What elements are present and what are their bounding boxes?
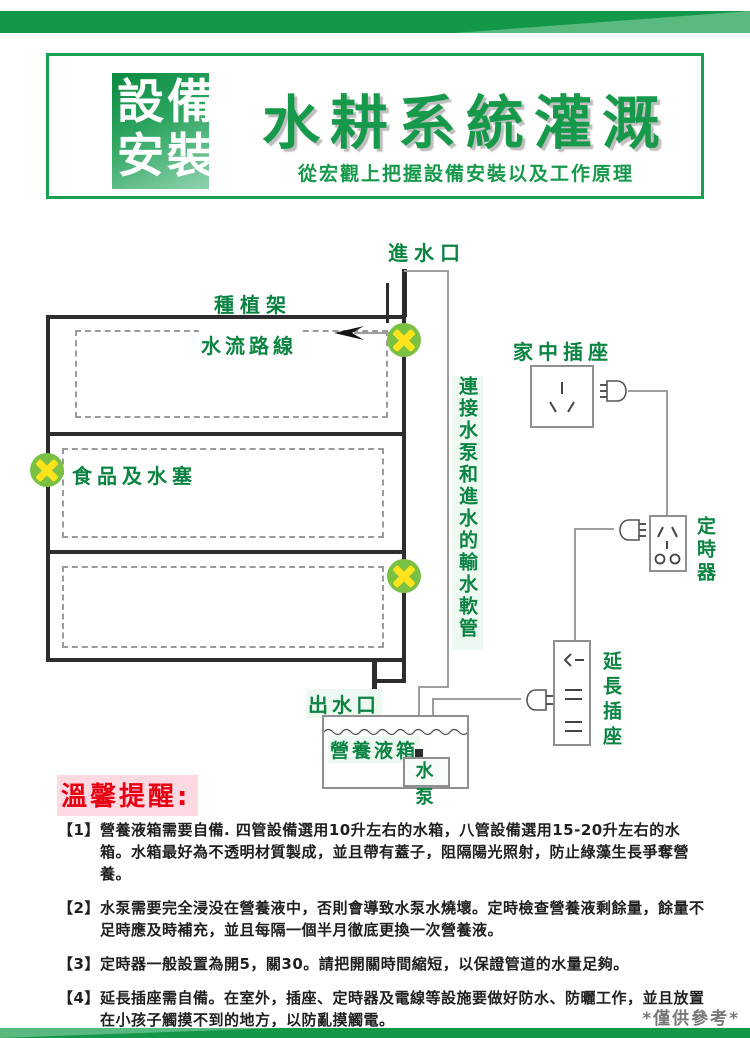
note-item: 【2】 水泵需要完全浸没在營養液中，否則會導致水泵水燒壞。定時檢查營養液剩餘量，… xyxy=(58,897,706,941)
disclaimer: *僅供參考* xyxy=(642,1009,740,1029)
planting-rack xyxy=(46,315,406,662)
power-cord xyxy=(574,528,576,640)
outlet-pipe xyxy=(372,658,377,718)
water-surface-icon xyxy=(324,728,467,736)
hose-segment xyxy=(404,270,449,272)
note-marker: 【4】 xyxy=(58,989,100,1007)
food-plug-label: 食品及水塞 xyxy=(72,464,197,488)
hose-label: 連接水泵和進水的輸水軟管 xyxy=(452,376,483,650)
extension-socket-icon xyxy=(553,640,591,746)
power-cord xyxy=(628,390,668,392)
pump-label: 水泵 xyxy=(415,761,438,808)
page-title: 水耕系統灌溉 xyxy=(261,89,670,157)
header-badge: 設備 安裝 xyxy=(112,73,214,189)
power-cord xyxy=(666,390,668,515)
note-marker: 【3】 xyxy=(58,955,100,973)
hose-segment xyxy=(447,270,449,688)
plug-valve-icon xyxy=(387,323,421,357)
outlet-label: 出水口 xyxy=(306,689,382,718)
inlet-pipe-joint xyxy=(386,283,389,323)
water-pump: 水泵 xyxy=(403,757,450,808)
note-text: 定時器一般設置為開5，關30。請把開關時間縮短，以保證管道的水量足夠。 xyxy=(99,955,629,973)
rack-shelf-divider xyxy=(46,550,406,554)
badge-line-1: 設備 xyxy=(117,75,217,130)
pump-nozzle xyxy=(415,749,423,758)
note-text: 水泵需要完全浸没在營養液中，否則會導致水泵水燒壞。定時檢查營養液剩餘量，餘量不足… xyxy=(99,899,705,939)
flow-route-dashed-path xyxy=(62,566,384,648)
badge-line-2: 安裝 xyxy=(117,129,217,184)
bottom-bar xyxy=(0,1028,750,1038)
power-cord xyxy=(576,528,614,530)
note-item: 【3】 定時器一般設置為開5，關30。請把開關時間縮短，以保證管道的水量足夠。 xyxy=(58,953,706,975)
note-text: 延長插座需自備。在室外，插座、定時器及電線等設施要做好防水、防曬工作，並且放置在… xyxy=(99,989,705,1029)
timer-icon xyxy=(649,515,687,572)
bottom-bar-wedge xyxy=(0,1028,280,1038)
flow-route-dashed-path xyxy=(62,448,384,538)
plug-icon xyxy=(619,519,646,541)
notes-list: 【1】 營養液箱需要自備. 四管設備選用10升左右的水箱，八管設備選用15-20… xyxy=(58,819,706,1038)
plug-valve-icon xyxy=(387,559,421,593)
flow-route-label: 水流路線 xyxy=(199,330,299,359)
hose-segment xyxy=(419,686,449,688)
note-item: 【4】 延長插座需自備。在室外，插座、定時器及電線等設施要做好防水、防曬工作，並… xyxy=(58,987,706,1031)
rack-label: 種植架 xyxy=(214,293,292,317)
note-text: 營養液箱需要自備. 四管設備選用10升左右的水箱，八管設備選用15-20升左右的… xyxy=(99,821,689,883)
outlet-pipe-joint xyxy=(402,662,406,683)
wall-socket-icon xyxy=(530,365,594,428)
outlet-pipe-joint xyxy=(377,679,406,683)
home-socket-label: 家中插座 xyxy=(513,340,613,364)
reminder-heading: 溫馨提醒: xyxy=(57,775,199,816)
note-marker: 【1】 xyxy=(58,821,100,839)
note-marker: 【2】 xyxy=(58,899,100,917)
plug-icon xyxy=(526,689,553,711)
inlet-label: 進水口 xyxy=(388,241,466,265)
plug-valve-icon xyxy=(30,453,64,487)
rack-shelf-divider xyxy=(46,432,406,436)
note-item: 【1】 營養液箱需要自備. 四管設備選用10升左右的水箱，八管設備選用15-20… xyxy=(58,819,706,885)
page-subtitle: 從宏觀上把握設備安裝以及工作原理 xyxy=(297,163,634,185)
timer-label: 定時器 xyxy=(694,516,716,585)
inlet-pipe xyxy=(402,269,407,317)
plug-icon xyxy=(600,380,627,402)
extension-socket-label: 延長插座 xyxy=(600,651,622,751)
power-cord xyxy=(433,698,521,700)
